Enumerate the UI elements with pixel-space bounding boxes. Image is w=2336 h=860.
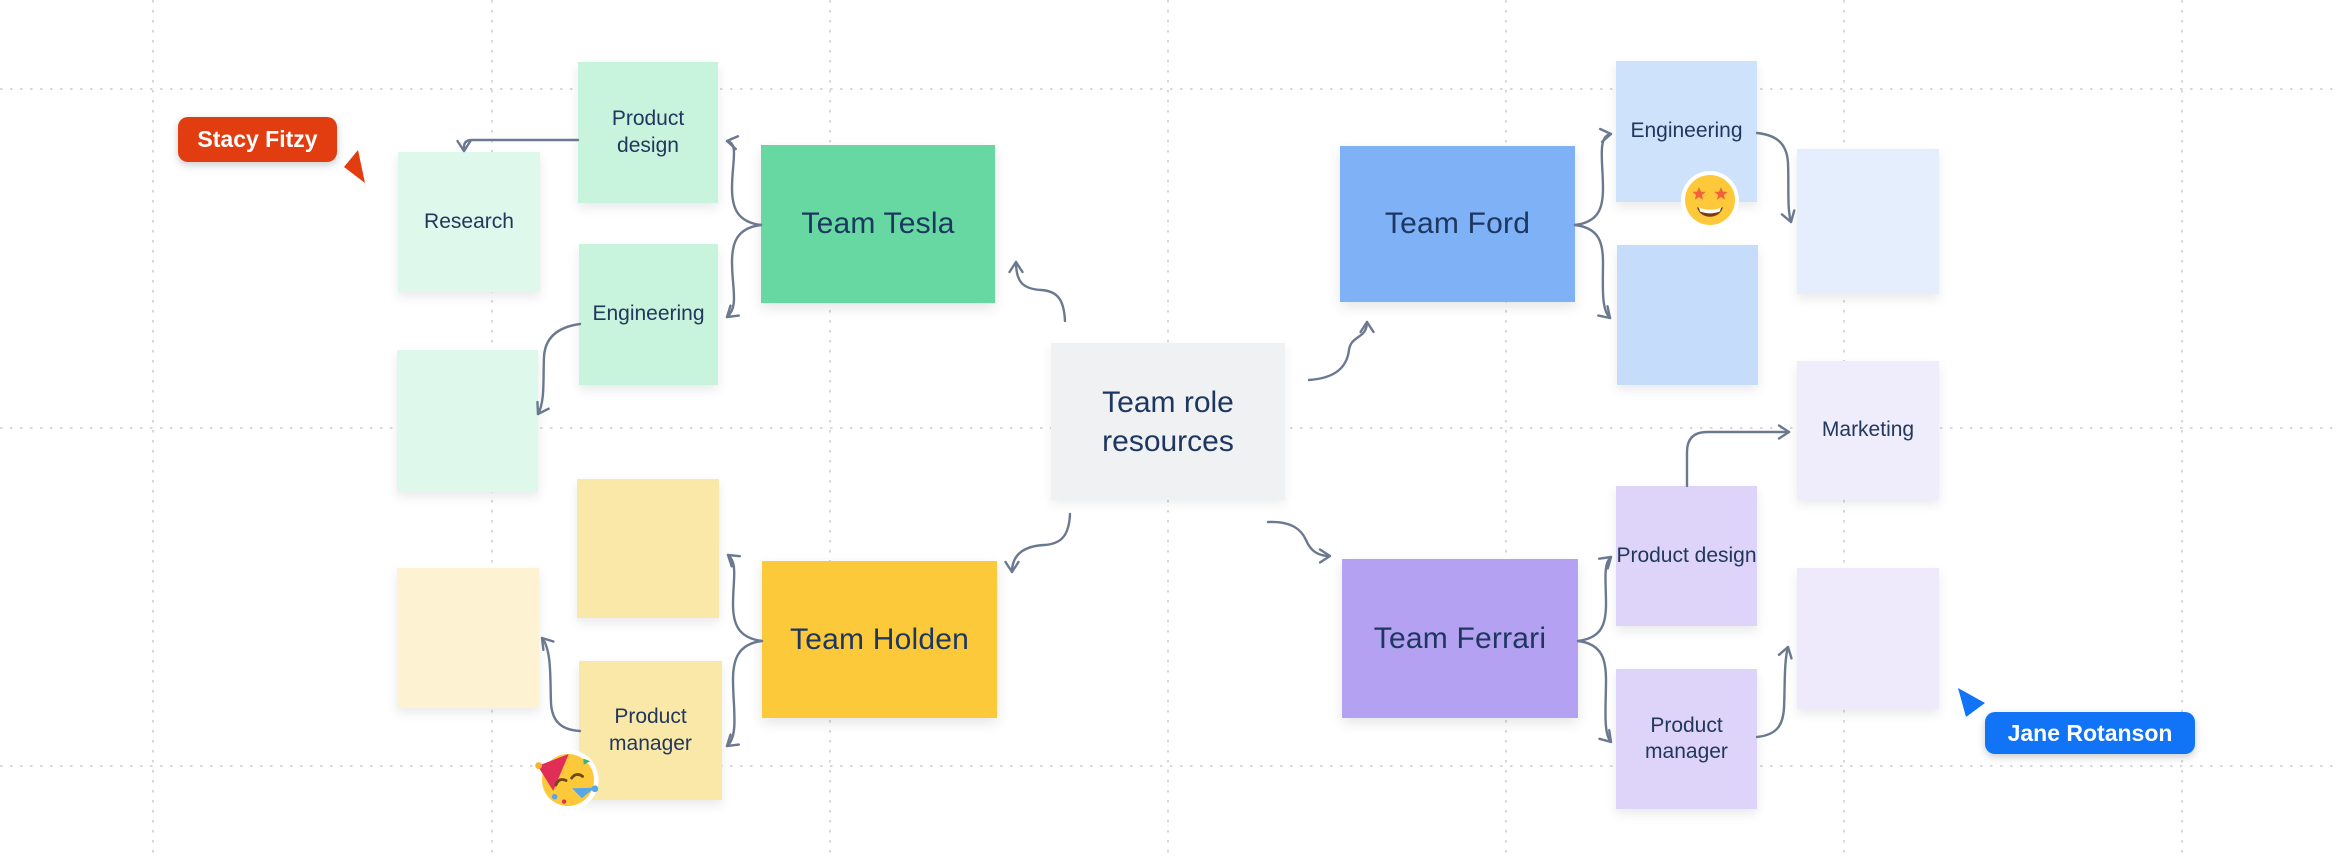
sticky-blank-pale-blue[interactable]: [1797, 149, 1939, 294]
sticky-product-manager-purple[interactable]: Product manager: [1616, 669, 1757, 809]
sticky-engineering-green[interactable]: Engineering: [579, 244, 718, 385]
team-ford-label: Team Ford: [1384, 207, 1531, 240]
connector-center-to-team-holden: [1004, 512, 1072, 574]
sticky-product-manager-yellow[interactable]: Product manager: [579, 661, 722, 800]
team-holden-label: Team Holden: [790, 622, 969, 656]
sticky-label: Research: [424, 209, 514, 233]
sticky-marketing[interactable]: Marketing: [1797, 361, 1939, 499]
connector-engineering-blue-to-pale-blue: [1755, 131, 1796, 224]
sticky-product-design-green[interactable]: Product design: [578, 62, 718, 203]
sticky-label: Product design: [611, 107, 685, 157]
partying-face-emoji-sticker[interactable]: [534, 746, 602, 814]
connector-tesla-to-product-design: [725, 135, 763, 227]
sticky-blank-pale-yellow[interactable]: [397, 568, 539, 708]
connector-center-to-team-tesla: [1008, 260, 1067, 323]
connector-product-design-to-research: [456, 138, 580, 153]
connector-ford-to-engineering-blue: [1573, 127, 1613, 227]
sticky-label: Product design: [1616, 543, 1757, 567]
sticky-blank-pale-lavender[interactable]: [1797, 568, 1939, 709]
cursor-pointer-icon: [344, 150, 365, 183]
sticky-label: Product manager: [1645, 713, 1728, 763]
sticky-blank-mint[interactable]: [397, 350, 538, 492]
connector-ferrari-to-product-design-purple: [1576, 555, 1613, 643]
sticky-product-design-purple[interactable]: Product design: [1616, 486, 1757, 626]
cursor-user-name: Jane Rotanson: [2007, 719, 2173, 746]
center-node-team-role-resources[interactable]: Team role resources: [1051, 343, 1285, 500]
team-tesla-node[interactable]: Team Tesla: [761, 145, 995, 303]
sticky-label: Marketing: [1821, 417, 1915, 441]
cursor-user-name: Stacy Fitzy: [197, 126, 318, 152]
connector-holden-to-product-manager: [725, 639, 764, 748]
connector-tesla-to-engineering: [725, 223, 763, 319]
cursor-pointer-icon: [1958, 688, 1985, 717]
cursor-name-badge: Stacy Fitzy: [178, 117, 337, 162]
team-ferrari-label: Team Ferrari: [1373, 621, 1547, 655]
cursor-name-badge: Jane Rotanson: [1985, 712, 2195, 754]
connector-holden-to-blank-yellow: [726, 553, 764, 643]
sticky-label: Engineering: [1630, 119, 1743, 143]
team-tesla-label: Team Tesla: [801, 207, 955, 240]
sticky-engineering-blue[interactable]: Engineering: [1616, 61, 1757, 202]
connector-product-manager-to-pale-yellow: [540, 636, 582, 733]
connector-center-to-team-ferrari: [1266, 520, 1332, 564]
team-holden-node[interactable]: Team Holden: [762, 561, 997, 718]
center-node-label: Team role resources: [1102, 385, 1234, 458]
connector-product-manager-to-pale-lavender: [1755, 645, 1793, 739]
team-ford-node[interactable]: Team Ford: [1340, 146, 1575, 302]
sticky-blank-blue[interactable]: [1617, 245, 1758, 385]
connector-engineering-to-blank-mint: [536, 322, 582, 416]
connector-ferrari-to-product-manager-purple: [1576, 639, 1613, 744]
connector-product-design-to-marketing: [1685, 424, 1791, 488]
connector-ford-to-blank-blue: [1573, 223, 1612, 320]
sticky-research[interactable]: Research: [398, 152, 540, 292]
sticky-blank-yellow[interactable]: [577, 479, 719, 618]
team-ferrari-node[interactable]: Team Ferrari: [1342, 559, 1578, 718]
sticky-label: Product manager: [609, 705, 692, 755]
connector-center-to-team-ford: [1307, 320, 1375, 382]
sticky-label: Engineering: [592, 302, 705, 326]
star-struck-emoji-sticker[interactable]: [1678, 168, 1742, 232]
